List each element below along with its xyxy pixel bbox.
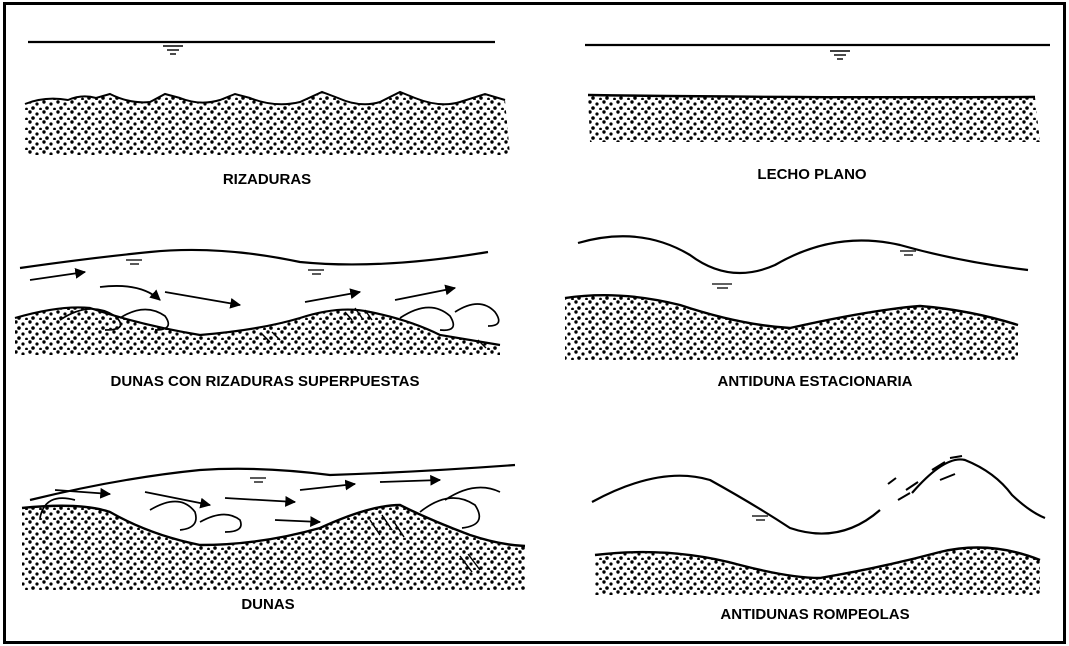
caption-rizaduras: RIZADURAS (223, 171, 311, 188)
sand-bed (15, 307, 500, 355)
panel-dunas-rizaduras (15, 250, 500, 355)
caption-antiduna-estacionaria: ANTIDUNA ESTACIONARIA (718, 373, 913, 390)
breaking-wave-crest (912, 459, 1045, 518)
water-level-symbol (712, 251, 916, 288)
water-surface (578, 236, 1028, 273)
water-level-symbol (752, 516, 768, 520)
caption-dunas: DUNAS (241, 596, 294, 613)
sand-bed (588, 95, 1040, 142)
water-surface (30, 465, 515, 500)
panel-lecho-plano (585, 45, 1050, 142)
panel-antidunas-rompeolas (592, 456, 1045, 595)
sand-bed (22, 505, 525, 590)
water-surface (592, 476, 880, 534)
panel-antiduna-estacionaria (565, 236, 1028, 360)
water-level-symbol (250, 478, 266, 482)
sand-bed (595, 548, 1040, 596)
caption-antidunas-rompeolas: ANTIDUNAS ROMPEOLAS (720, 606, 909, 623)
water-surface (20, 250, 488, 268)
bed-profile (588, 95, 1035, 97)
water-level-symbol (163, 46, 183, 54)
caption-lecho-plano: LECHO PLANO (757, 166, 866, 183)
panel-rizaduras (25, 42, 510, 155)
panel-dunas (22, 465, 525, 590)
flow-arrows (30, 272, 455, 305)
caption-dunas-rizaduras: DUNAS CON RIZADURAS SUPERPUESTAS (111, 373, 420, 390)
water-level-symbol (830, 51, 850, 59)
sand-bed (25, 92, 510, 155)
water-level-symbol (126, 260, 324, 274)
